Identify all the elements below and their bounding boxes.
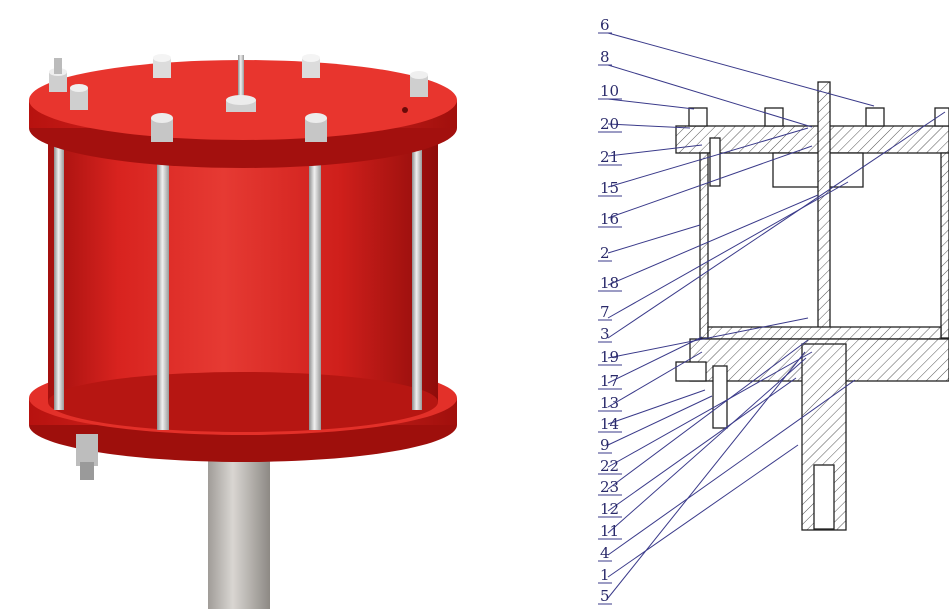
callout-22: 22	[600, 457, 619, 475]
callout-19: 19	[600, 348, 619, 366]
callout-labels: 6 8 10 20 21 15 16 2 18 7 3 19 17 13 14 …	[600, 16, 619, 605]
flange-bolts	[49, 54, 428, 142]
cylinder-body	[48, 140, 438, 402]
right-cylinder-wall	[940, 152, 949, 339]
tie-rods	[54, 120, 422, 430]
callout-7: 7	[600, 303, 610, 321]
callout-14: 14	[600, 415, 619, 433]
bottom-fitting	[76, 434, 98, 466]
leader-lines	[607, 32, 946, 599]
label-underlines	[598, 32, 622, 605]
callout-12: 12	[600, 500, 619, 518]
callout-10: 10	[600, 82, 619, 100]
piston	[707, 326, 942, 340]
callout-5: 5	[600, 587, 610, 605]
callout-15: 15	[600, 179, 619, 197]
output-rod-bore	[813, 464, 835, 530]
callout-6: 6	[600, 16, 610, 34]
callout-3: 3	[600, 325, 610, 343]
callout-8: 8	[600, 48, 610, 66]
bottom-fitting-section	[712, 365, 728, 429]
output-shaft	[208, 448, 270, 609]
callout-20: 20	[600, 115, 619, 133]
callout-18: 18	[600, 274, 619, 292]
callout-16: 16	[600, 210, 619, 228]
callout-13: 13	[600, 394, 619, 412]
callout-1: 1	[600, 566, 610, 584]
top-nuts	[688, 107, 949, 127]
callout-4: 4	[600, 544, 610, 562]
piston-rod	[817, 81, 831, 333]
callout-11: 11	[600, 522, 619, 540]
top-fitting	[709, 137, 721, 187]
callout-17: 17	[600, 372, 619, 390]
cylinder-3d-render	[29, 54, 457, 609]
callout-21: 21	[600, 148, 619, 166]
callout-2: 2	[600, 244, 610, 262]
callout-23: 23	[600, 478, 619, 496]
cross-section-drawing: 6 8 10 20 21 15 16 2 18 7 3 19 17 13 14 …	[598, 16, 949, 605]
callout-9: 9	[600, 436, 610, 454]
center-stem	[238, 55, 244, 110]
